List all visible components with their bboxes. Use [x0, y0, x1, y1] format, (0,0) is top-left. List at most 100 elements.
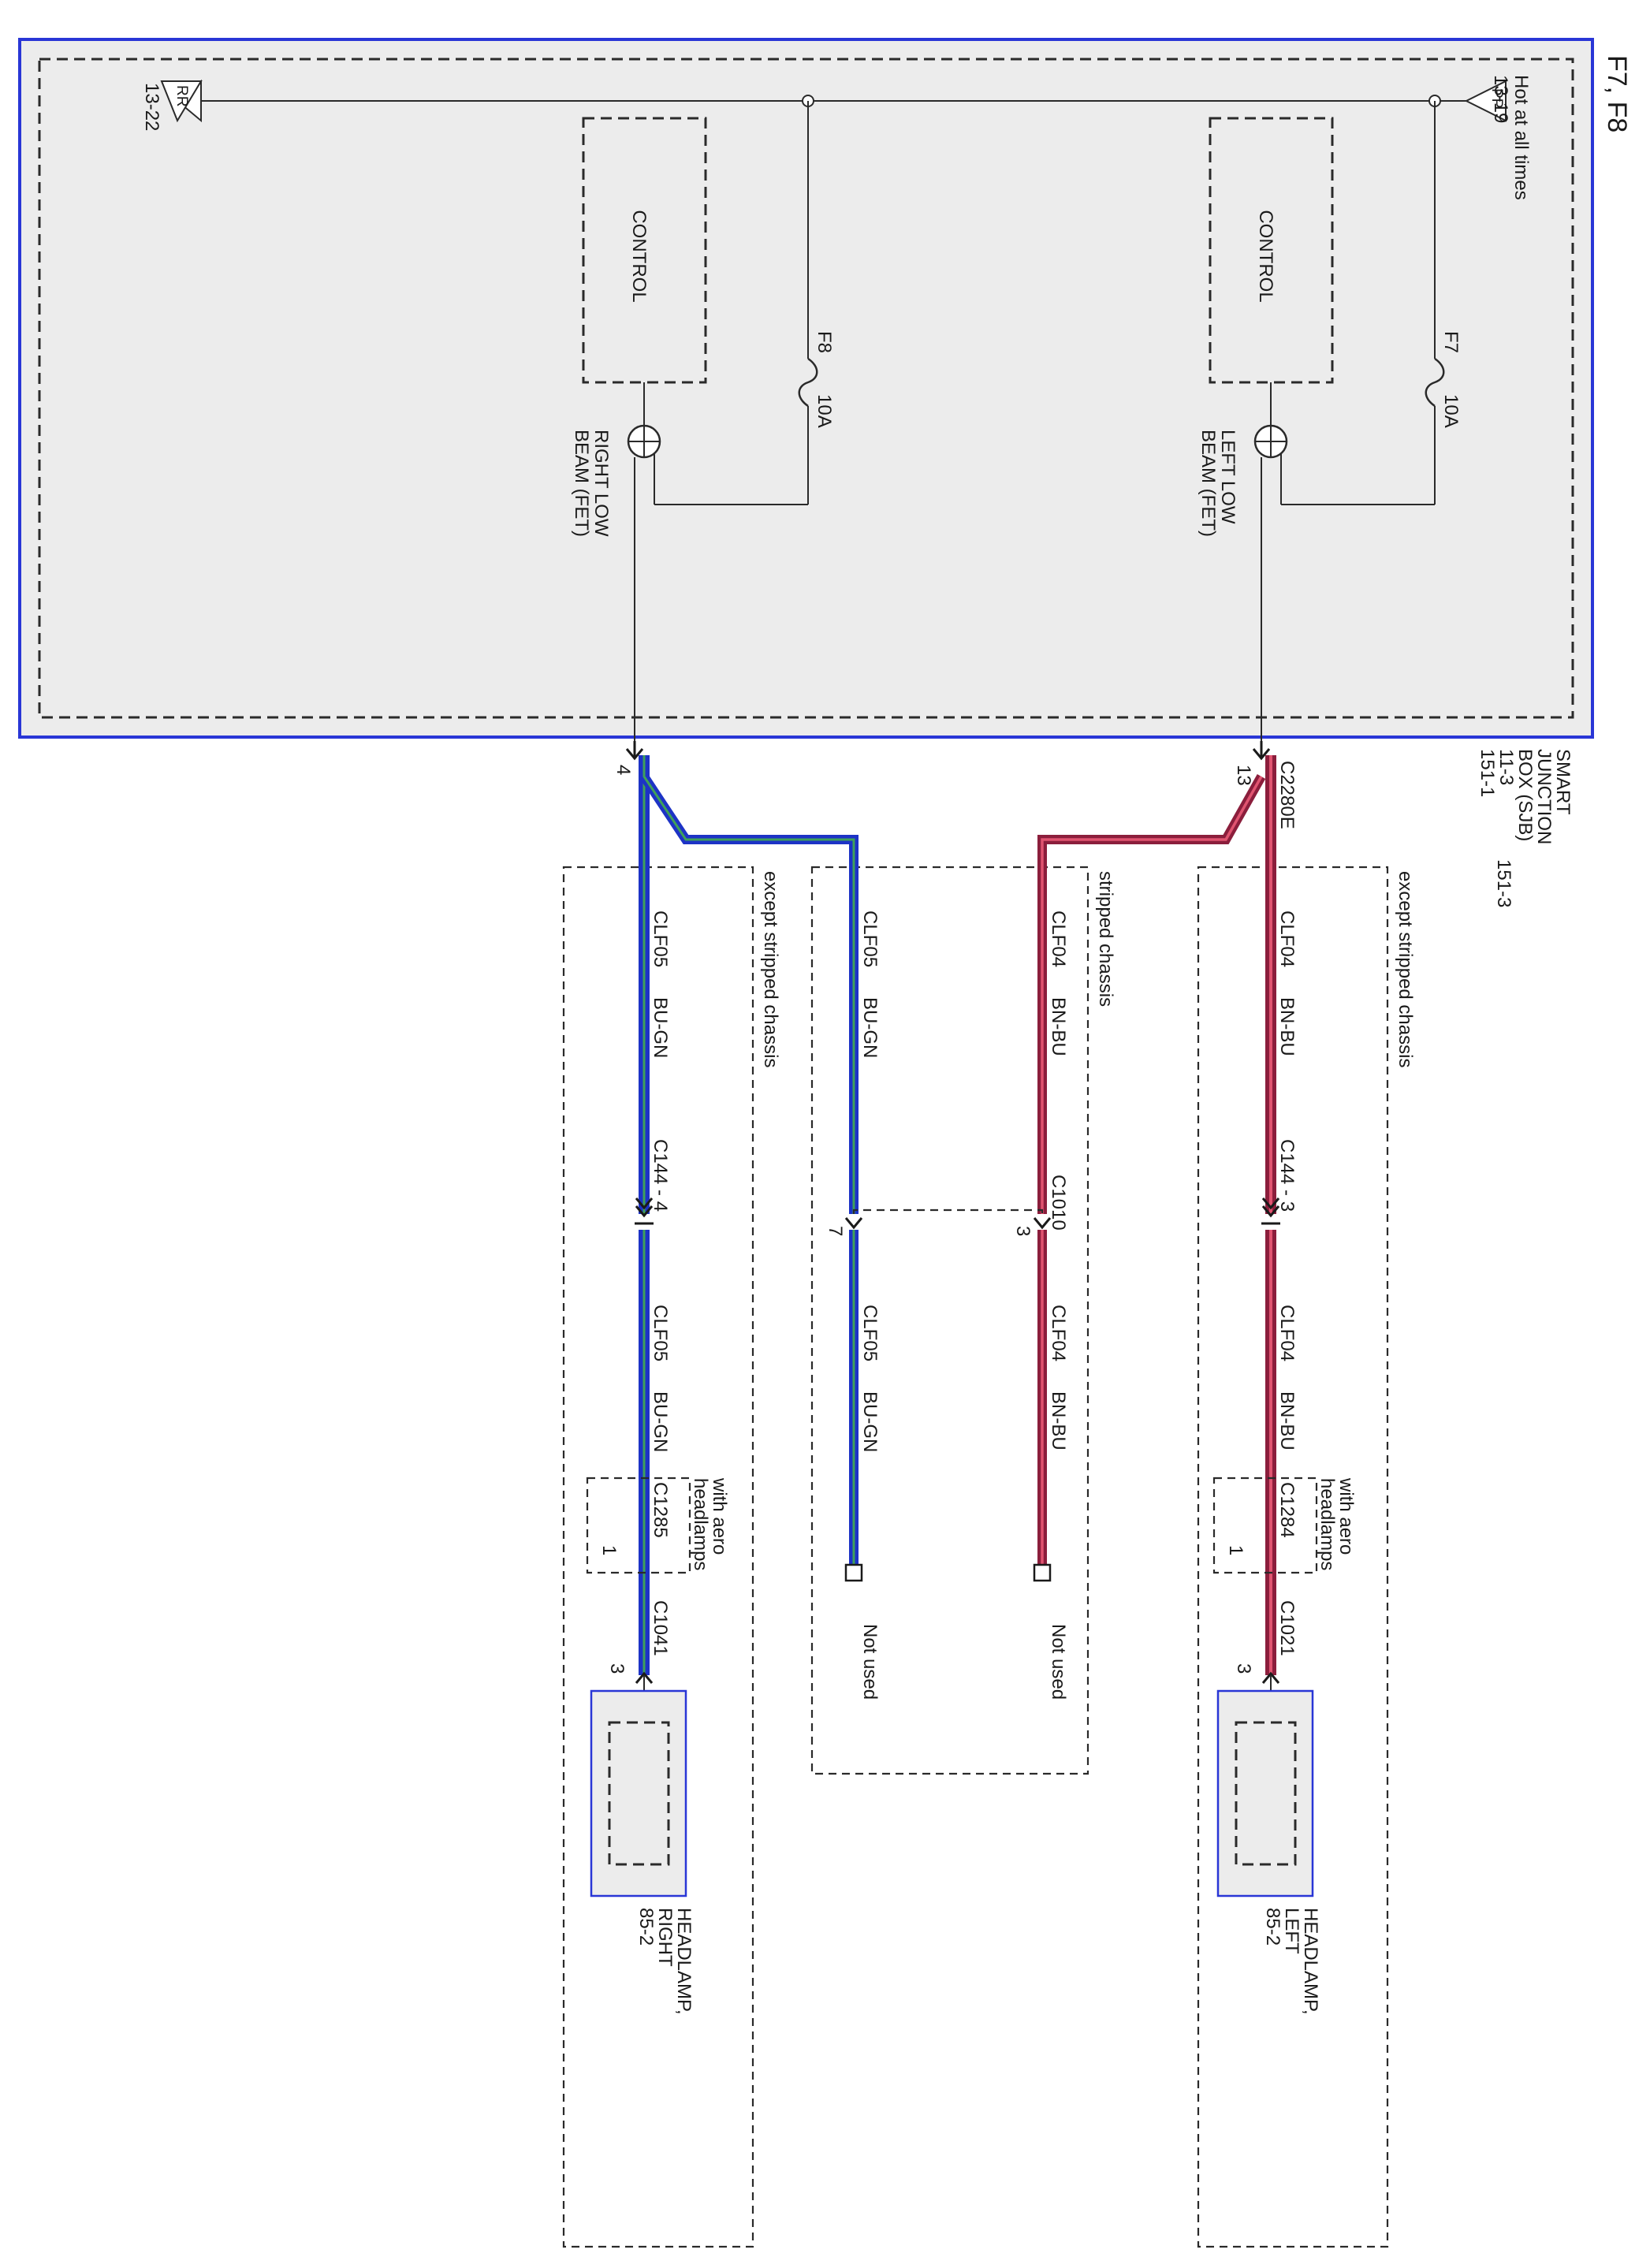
- left-aero-conn: C1284: [1276, 1482, 1298, 1538]
- left-stripped-lower-color: BN-BU: [1048, 1391, 1069, 1451]
- right-stripped-upper-color: BU-GN: [859, 997, 881, 1058]
- right-aero-label-2: headlamps: [690, 1478, 711, 1570]
- c2280e-label: C2280E: [1276, 761, 1298, 829]
- pp-arrow-icon: [1464, 80, 1507, 122]
- sjb-name-3: BOX (SJB): [1514, 749, 1536, 841]
- headlamp-left-label-3: 85-2: [1262, 1908, 1283, 1946]
- left-control-box: [1209, 117, 1334, 384]
- zone-left-label: except stripped chassis: [1395, 871, 1416, 1067]
- left-lamp-conn: C1021: [1276, 1600, 1298, 1656]
- left-lower-color: BN-BU: [1276, 1391, 1298, 1451]
- right-aero-pin: 1: [598, 1545, 620, 1555]
- left-control-label: CONTROL: [1255, 210, 1276, 302]
- not-used-right-label: Not used: [859, 1624, 881, 1700]
- pp-ref-label: 13-19: [1490, 75, 1511, 123]
- c1010-right-pin-icon: [844, 1217, 863, 1230]
- left-stripped-upper-circuit: CLF04: [1048, 911, 1069, 967]
- sjb-name-1: SMART: [1552, 749, 1574, 815]
- c144-right-label: C144 - 4: [650, 1139, 671, 1212]
- f8-rating: 10A: [814, 394, 835, 428]
- left-lamp-pin-icon: [1261, 1671, 1280, 1684]
- left-stripped-wire: [1037, 774, 1266, 1214]
- left-aero-label-2: headlamps: [1317, 1478, 1338, 1570]
- headlamp-right-inner: [608, 1721, 670, 1866]
- right-control-box: [582, 117, 707, 384]
- right-lower-color: BU-GN: [650, 1391, 671, 1452]
- sjb-ref-3: 151-3: [1493, 859, 1514, 907]
- left-upper-circuit: CLF04: [1276, 911, 1298, 967]
- headlamp-right-label-1: HEADLAMP,: [673, 1908, 695, 2015]
- c2280e-pin-13: 13: [1233, 765, 1254, 786]
- right-lamp-pin: 3: [606, 1663, 628, 1674]
- left-aero-pin: 1: [1225, 1545, 1246, 1555]
- f7-rating: 10A: [1440, 394, 1462, 428]
- headlamp-left-label-2: LEFT: [1281, 1908, 1302, 1954]
- left-lower-circuit: CLF04: [1276, 1305, 1298, 1361]
- right-lamp-pin-icon: [635, 1671, 654, 1684]
- zone-left-except-stripped: [1197, 866, 1389, 2248]
- left-fet-label-2: BEAM (FET): [1197, 430, 1219, 537]
- f8-fuse-icon: [798, 357, 818, 408]
- zone-right-except-stripped: [562, 866, 754, 2248]
- right-stripped-lower-color: BU-GN: [859, 1391, 881, 1452]
- not-used-left-label: Not used: [1048, 1624, 1069, 1700]
- headlamp-right-label-2: RIGHT: [654, 1908, 676, 1967]
- left-stripped-upper-color: BN-BU: [1048, 997, 1069, 1056]
- rr-ref-label: 13-22: [141, 83, 162, 131]
- not-used-right-terminal-icon: [844, 1563, 863, 1582]
- c1010-dash-link: [852, 1208, 1044, 1214]
- sjb-inner-boundary: [38, 58, 1574, 719]
- page-title: F7, F8: [1602, 55, 1632, 132]
- left-fet-label-1: LEFT LOW: [1217, 430, 1238, 524]
- f7-name: F7: [1440, 331, 1462, 353]
- right-upper-color: BU-GN: [650, 997, 671, 1058]
- sjb-ref-1: 11-3: [1495, 749, 1517, 785]
- headlamp-right-box: [590, 1689, 687, 1897]
- headlamp-left-inner: [1235, 1721, 1297, 1866]
- right-lower-circuit: CLF05: [650, 1305, 671, 1361]
- pp-label: PP: [1488, 88, 1505, 108]
- right-fet-label-1: RIGHT LOW: [590, 430, 612, 537]
- c1010-pin-7: 7: [825, 1226, 846, 1236]
- left-upper-color: BN-BU: [1276, 997, 1298, 1056]
- right-control-label: CONTROL: [628, 210, 650, 302]
- sjb-box: [18, 38, 1594, 739]
- rr-arrow-outline-icon: [160, 80, 203, 123]
- headlamp-right-label-3: 85-2: [635, 1908, 657, 1946]
- c1010-label: C1010: [1048, 1175, 1069, 1231]
- c144-left-label: C144 - 3: [1276, 1139, 1298, 1212]
- right-fet-label-2: BEAM (FET): [571, 430, 592, 537]
- c2280e-left-pin-icon: [1252, 741, 1271, 761]
- left-stripped-lower-circuit: CLF04: [1048, 1305, 1069, 1361]
- not-used-left-terminal-icon: [1033, 1563, 1052, 1582]
- c2280e-right-pin-icon: [625, 741, 644, 761]
- right-stripped-lower-circuit: CLF05: [859, 1305, 881, 1361]
- zone-right-label: except stripped chassis: [760, 871, 781, 1067]
- headlamp-left-box: [1216, 1689, 1314, 1897]
- right-stripped-wire: [639, 773, 859, 1214]
- c2280e-pin-4: 4: [613, 765, 634, 775]
- right-stripped-upper-circuit: CLF05: [859, 911, 881, 967]
- right-aero-conn: C1285: [650, 1482, 671, 1538]
- right-aero-box: [586, 1477, 691, 1574]
- headlamp-left-label-1: HEADLAMP,: [1300, 1908, 1321, 2015]
- f8-name: F8: [814, 331, 835, 353]
- left-aero-label-1: with aero: [1335, 1477, 1357, 1555]
- right-upper-circuit: CLF05: [650, 911, 671, 967]
- right-lamp-conn: C1041: [650, 1600, 671, 1656]
- c1010-pin-3: 3: [1012, 1226, 1034, 1236]
- left-lamp-pin: 3: [1233, 1663, 1254, 1674]
- sjb-name-2: JUNCTION: [1533, 749, 1555, 844]
- left-aero-box: [1212, 1477, 1318, 1574]
- c144-left-pin-icon: [1261, 1197, 1280, 1218]
- zone-stripped-label: stripped chassis: [1095, 871, 1116, 1007]
- c144-right-pin-icon: [635, 1197, 654, 1218]
- right-aero-label-1: with aero: [709, 1477, 730, 1555]
- sjb-ref-2: 151-1: [1477, 749, 1498, 797]
- c1010-left-pin-icon: [1033, 1217, 1052, 1230]
- f7-fuse-icon: [1425, 357, 1445, 408]
- zone-stripped-chassis: [810, 866, 1089, 1775]
- hot-at-all-times-label: Hot at all times: [1510, 75, 1532, 200]
